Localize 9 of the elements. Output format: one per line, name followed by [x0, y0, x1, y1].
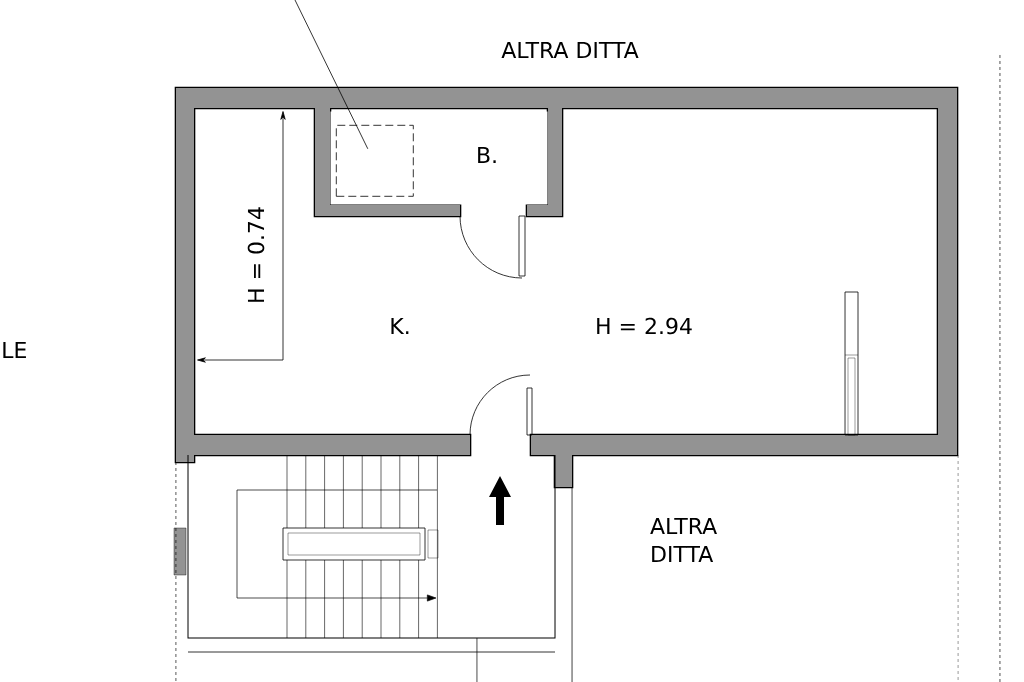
height-label: H = 2.94 — [597, 317, 692, 335]
height-label: H = 0.74 — [247, 207, 265, 302]
area-label: ALTRA DITTA — [501, 41, 639, 58]
hatch-outline — [335, 124, 414, 197]
room-area: B. — [330, 111, 548, 205]
area-label: ALTRA DITTA — [650, 518, 717, 563]
area-label: LE — [3, 342, 26, 358]
room-label: K. — [391, 318, 409, 334]
leader-line — [294, 0, 369, 150]
